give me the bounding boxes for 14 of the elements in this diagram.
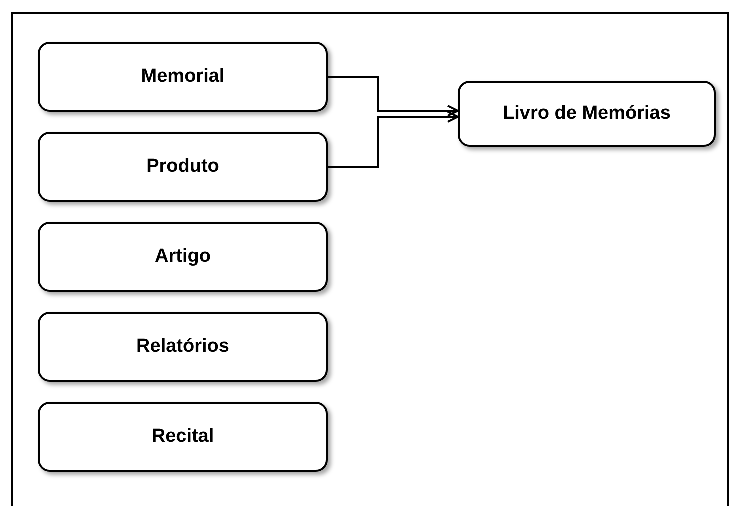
process-box <box>38 222 328 292</box>
box-label: Livro de Memórias <box>503 103 671 125</box>
box-label: Memorial <box>141 66 225 88</box>
process-box <box>38 132 328 202</box>
arrow <box>328 111 459 168</box>
box-label: Produto <box>146 156 220 178</box>
process-box <box>38 402 328 472</box>
arrow <box>328 76 459 117</box>
process-box <box>458 81 716 147</box>
box-label: Recital <box>152 426 214 448</box>
box-label: Relatórios <box>136 336 230 358</box>
process-box <box>38 42 328 112</box>
box-label: Artigo <box>155 246 211 268</box>
process-box <box>38 312 328 382</box>
